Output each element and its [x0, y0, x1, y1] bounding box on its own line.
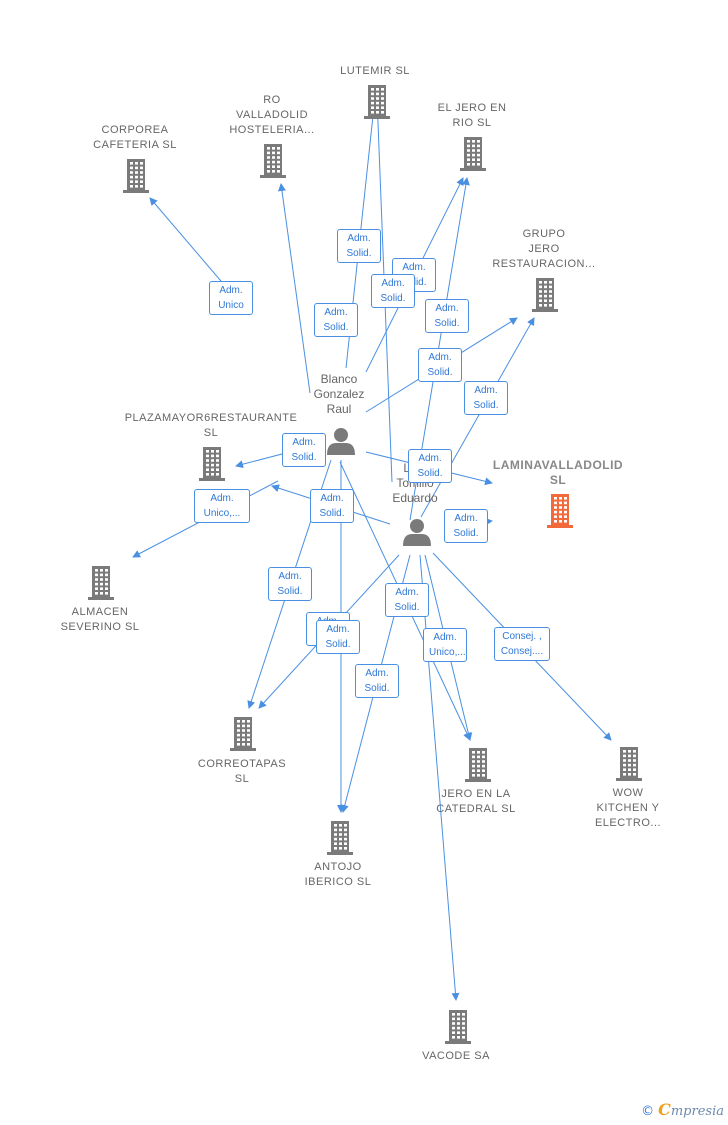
company-label-catedral[interactable]: JERO EN LA CATEDRAL SL: [436, 788, 516, 815]
building-icon[interactable]: [364, 85, 390, 119]
company-label-almacen[interactable]: ALMACEN SEVERINO SL: [60, 606, 140, 633]
edge-role-label[interactable]: Adm. Unico,...: [423, 628, 467, 662]
edge-role-label[interactable]: Adm. Solid.: [316, 620, 360, 654]
edge-role-label[interactable]: Adm. Solid.: [355, 664, 399, 698]
company-label-corporea[interactable]: CORPOREA CAFETERIA SL: [93, 124, 177, 151]
building-icon[interactable]: [260, 144, 286, 178]
company-label-lutemir[interactable]: LUTEMIR SL: [340, 65, 410, 77]
brand-logo-e: C: [658, 1100, 671, 1119]
company-label-ro[interactable]: RO VALLADOLID HOSTELERIA...: [229, 94, 315, 136]
edge-line: [419, 554, 460, 1001]
building-icon[interactable]: [88, 566, 114, 600]
person-icon[interactable]: [403, 519, 431, 546]
edge-line: [278, 183, 311, 394]
company-label-vacode[interactable]: VACODE SA: [422, 1050, 490, 1062]
person-label-blanco[interactable]: Blanco Gonzalez Raul: [313, 372, 365, 416]
edge-role-label[interactable]: Adm. Solid.: [385, 583, 429, 617]
footer-brand: ©Cmpresia: [641, 1100, 724, 1119]
copyright-icon: ©: [641, 1104, 655, 1119]
edge-role-label[interactable]: Adm. Solid.: [418, 348, 462, 382]
edge-role-label[interactable]: Adm. Solid.: [310, 489, 354, 523]
building-icon[interactable]: [327, 821, 353, 855]
company-label-wow[interactable]: WOW KITCHEN Y ELECTRO...: [594, 787, 662, 829]
edge-role-label[interactable]: Adm. Solid.: [282, 433, 326, 467]
company-label-antojo[interactable]: ANTOJO IBERICO SL: [304, 861, 372, 888]
building-icon[interactable]: [616, 747, 642, 781]
person-icon[interactable]: [327, 428, 355, 455]
edge-role-label[interactable]: Adm. Solid.: [425, 299, 469, 333]
edge-role-label[interactable]: Adm. Solid.: [337, 229, 381, 263]
brand-name: mpresia: [670, 1104, 724, 1119]
edge-line: [420, 317, 535, 518]
edge-role-label[interactable]: Adm. Unico,...: [194, 489, 250, 523]
building-icon[interactable]: [465, 748, 491, 782]
building-icon[interactable]: [460, 137, 486, 171]
building-icon[interactable]: [532, 278, 558, 312]
building-icon[interactable]: [445, 1010, 471, 1044]
building-icon[interactable]: [199, 447, 225, 481]
building-icon[interactable]: [230, 717, 256, 751]
edge-role-label[interactable]: Adm. Solid.: [408, 449, 452, 483]
company-label-eljero[interactable]: EL JERO EN RIO SL: [437, 102, 507, 129]
company-label-lamina[interactable]: LAMINAVALLADOLID SL: [492, 458, 624, 487]
edge-role-label[interactable]: Adm. Solid.: [371, 274, 415, 308]
edge-role-label[interactable]: Adm. Solid.: [444, 509, 488, 543]
edge-role-label[interactable]: Adm. Solid.: [268, 567, 312, 601]
edge-role-label[interactable]: Adm. Solid.: [314, 303, 358, 337]
edge-role-label[interactable]: Adm. Unico: [209, 281, 253, 315]
edge-role-label[interactable]: Consej. , Consej....: [494, 627, 550, 661]
company-label-plaza[interactable]: PLAZAMAYOR6RESTAURANTE SL: [124, 412, 298, 439]
edge-role-label[interactable]: Adm. Solid.: [464, 381, 508, 415]
building-icon[interactable]: [123, 159, 149, 193]
building-icon[interactable]: [547, 494, 573, 528]
company-label-correo[interactable]: CORREOTAPAS SL: [197, 758, 287, 785]
company-label-grupo[interactable]: GRUPO JERO RESTAURACION...: [492, 228, 596, 270]
